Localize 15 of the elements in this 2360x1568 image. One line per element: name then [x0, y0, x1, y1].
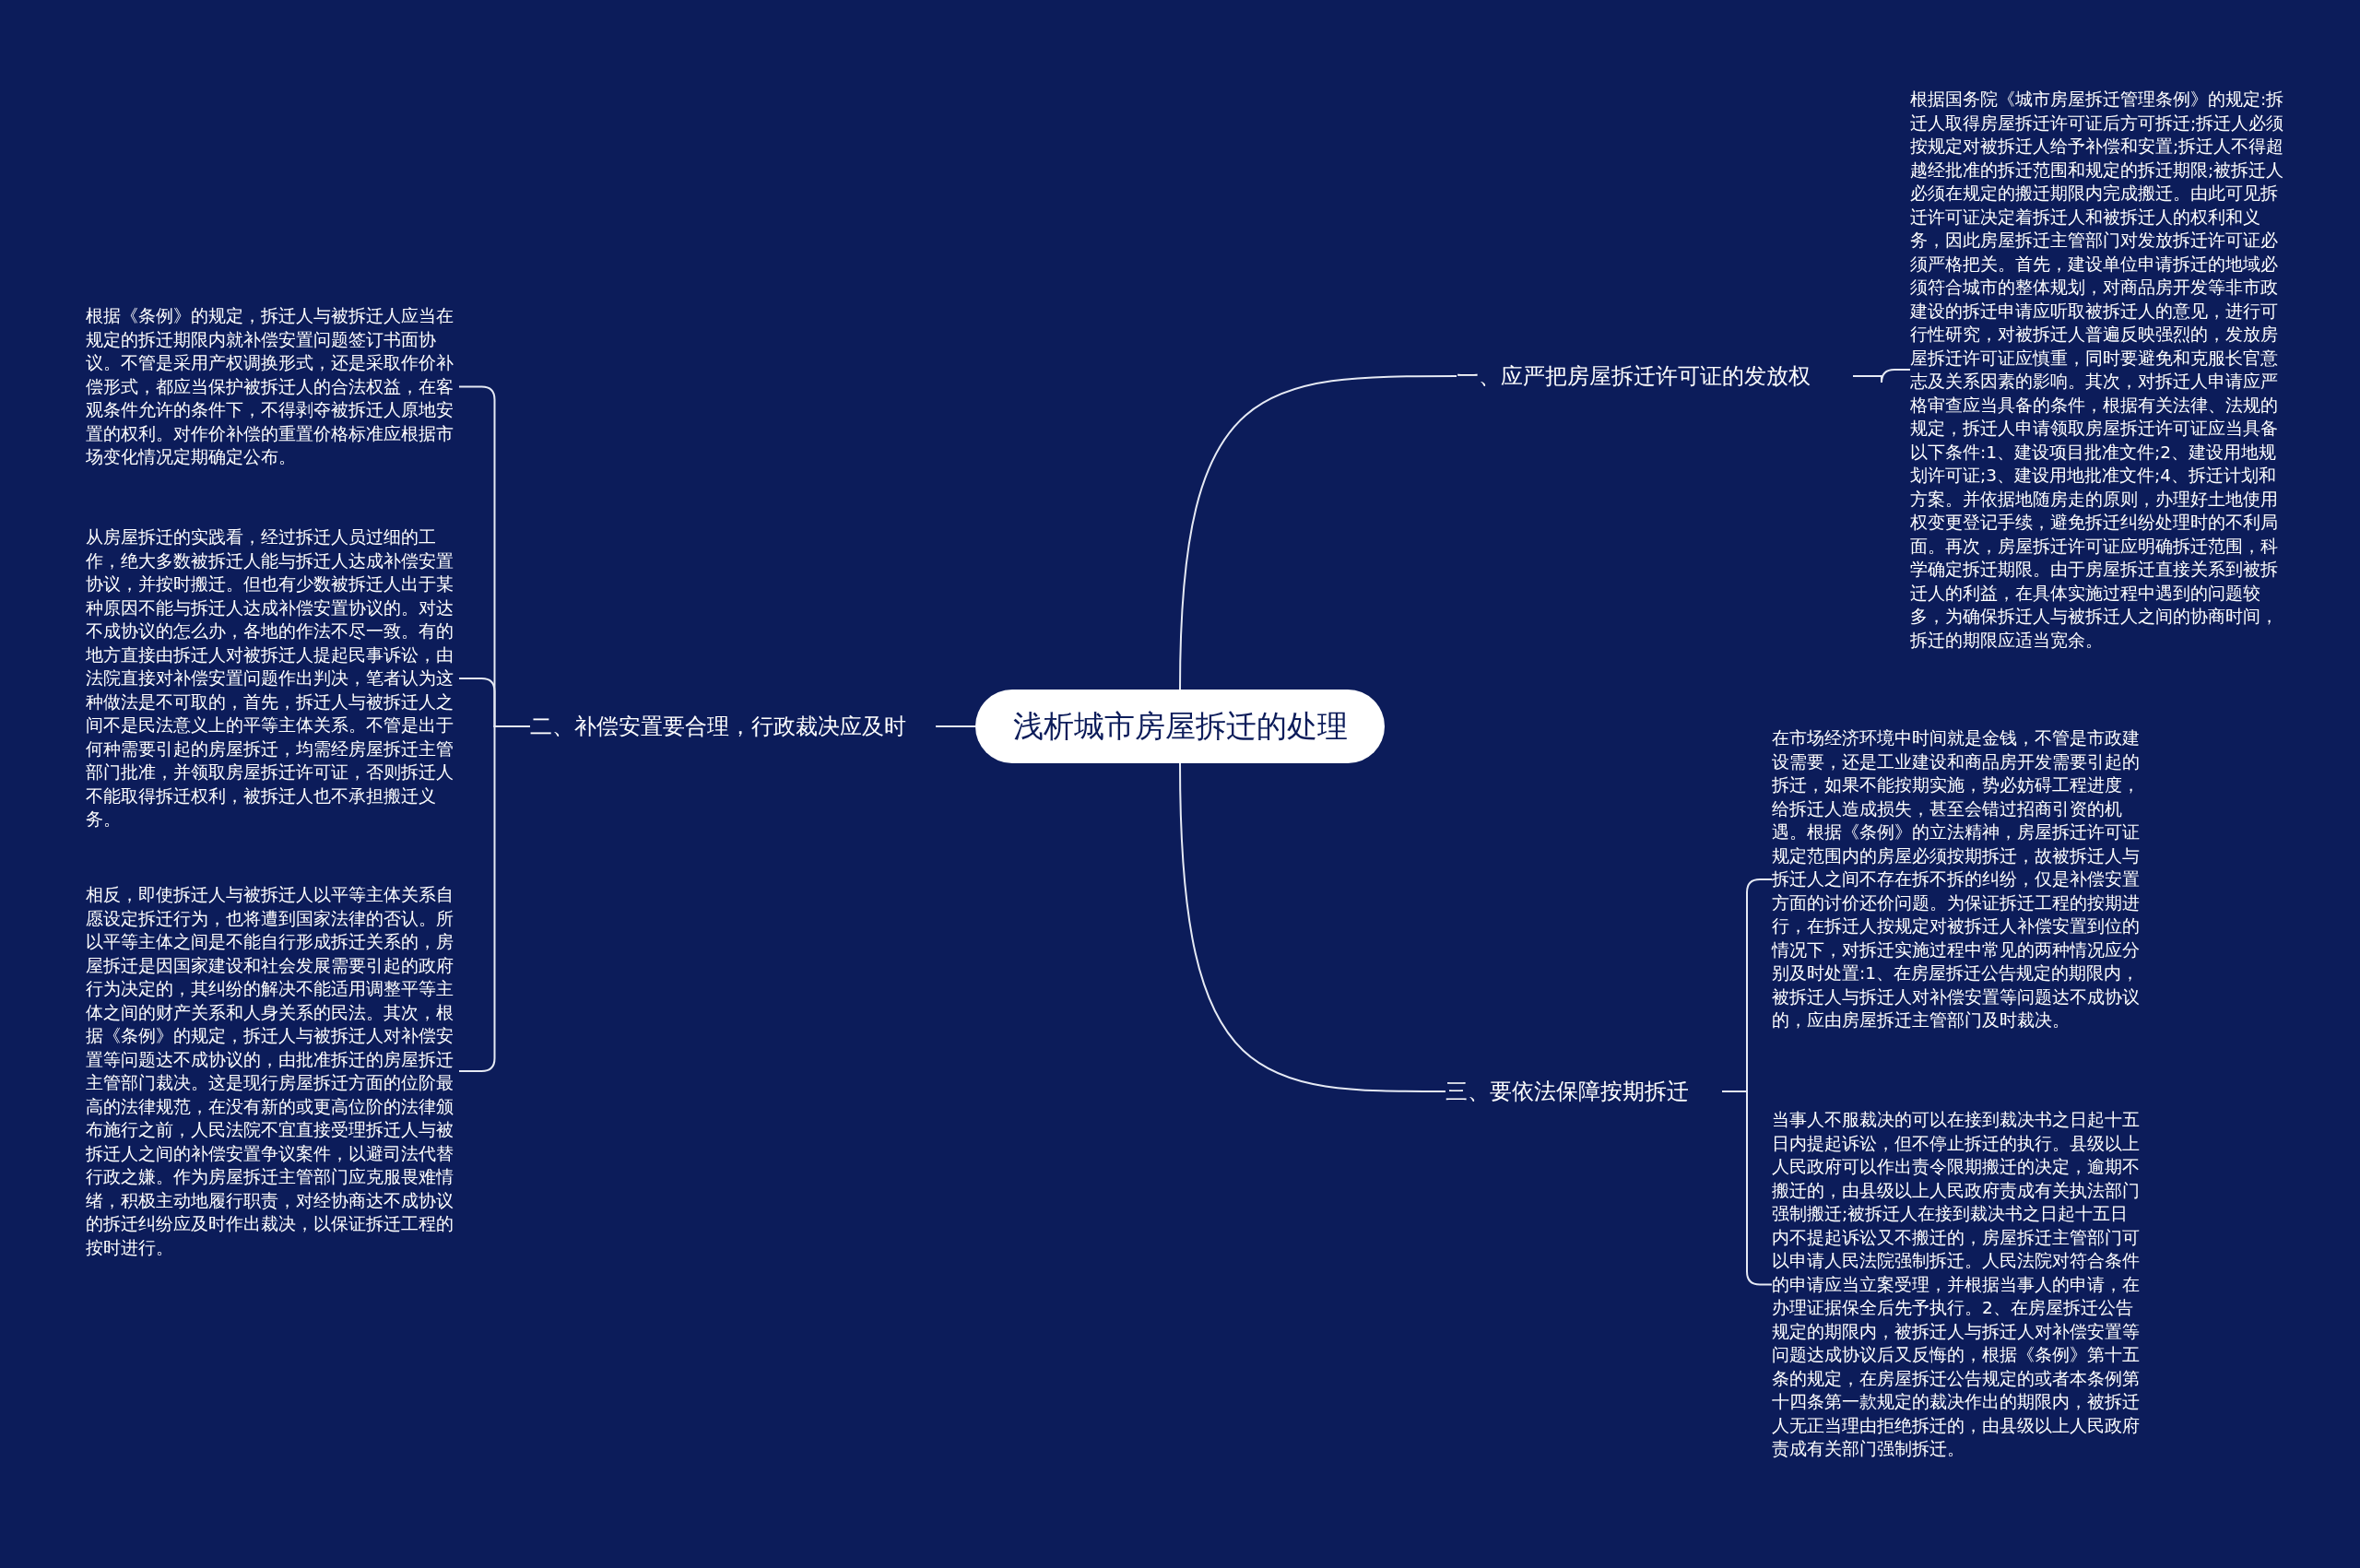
branch-title: 二、补偿安置要合理，行政裁决应及时 [530, 713, 906, 741]
branch-connector [458, 725, 531, 1072]
branch-connector [1179, 375, 1457, 690]
detail-paragraph: 根据国务院《城市房屋拆迁管理条例》的规定:拆迁人取得房屋拆迁许可证后方可拆迁;拆迁人必须按规定对被拆迁人给予补偿和安置;拆迁人不得超越经批准的拆迁范围和规定的拆迁期限;被拆迁人必须在规定的搬迁期限内完成搬迁。由此可见拆迁许可证决定着拆迁人和被拆迁人的权利和义务，因此房屋拆迁主管部门对发放拆迁许可证必须严格把关。首先，建设单位申请拆迁的地域必须符合城市的整体规划，对商品房开发等非市政建设的拆迁申请应听取被拆迁人的意见，进行可行性研究，对被拆迁人普遍反映强烈的，发放房屋拆迁许可证应慎重，同时要避免和克服长官意志及关系因素的影响。其次，对拆迁人申请应严格审查应当具备的条件，根据有关法律、法规的规定，拆迁人申请领取房屋拆迁许可证应当具备以下条件:1、建设项目批准文件;2、建设用地规划许可证;3、建设用地批准文件;4、拆迁计划和方案。并依据地随房走的原则，办理好土地使用权变更登记手续，避免拆迁纠纷处理时的不利局面。再次，房屋拆迁许可证应明确拆迁范围，科学确定拆迁期限。由于房屋拆迁直接关系到被拆迁人的利益，在具体实施过程中遇到的问题较多，为确保拆迁人与被拆迁人之间的协商时间，拆迁的期限应适当宽余。 [1910, 88, 2285, 652]
detail-paragraph: 在市场经济环境中时间就是金钱，不管是市政建设需要，还是工业建设和商品房开发需要引起的拆迁，如果不能按期实施，势必妨碍工程进度，给拆迁人造成损失，甚至会错过招商引资的机遇。根据《条例》的立法精神，房屋拆迁许可证规定范围内的房屋必须按期拆迁，故被拆迁人与拆迁人之间不存在拆不拆的纠纷，仅是补偿安置方面的讨价还价问题。为保证拆迁工程的按期进行，在拆迁人按规定对被拆迁人补偿安置到位的情况下，对拆迁实施过程中常见的两种情况应分别及时处置:1、在房屋拆迁公告规定的期限内，被拆迁人与拆迁人对补偿安置等问题达不成协议的，应由房屋拆迁主管部门及时裁决。 [1772, 727, 2141, 1032]
branch-connector [935, 725, 976, 727]
branch-connector [1179, 762, 1446, 1092]
detail-paragraph: 当事人不服裁决的可以在接到裁决书之日起十五日内提起诉讼，但不停止拆迁的执行。县级以上人民政府可以作出责令限期搬迁的决定，逾期不搬迁的，由县级以上人民政府责成有关执法部门强制搬迁;被拆迁人在接到裁决书之日起十五日内不提起诉讼又不搬迁的，房屋拆迁主管部门可以申请人民法院强制拆迁。人民法院对符合条件的申请应当立案受理，并根据当事人的申请，在办理证据保全后先予执行。2、在房屋拆迁公告规定的期限内，被拆迁人与拆迁人对补偿安置等问题达成协议后又反悔的，根据《条例》第十五条的规定，在房屋拆迁公告规定的或者本条例第十四条第一款规定的裁决作出的期限内，被拆迁人无正当理由拒绝拆迁的，由县级以上人民政府责成有关部门强制拆迁。 [1772, 1109, 2141, 1460]
branch-title: 一、应严把房屋拆迁许可证的发放权 [1457, 362, 1811, 391]
branch-title: 三、要依法保障按期拆迁 [1446, 1078, 1689, 1106]
detail-paragraph: 相反，即使拆迁人与被拆迁人以平等主体关系自愿设定拆迁行为，也将遭到国家法律的否认。所以平等主体之间是不能自行形成拆迁关系的，房屋拆迁是因国家建设和社会发展需要引起的政府行为决定的，其纠纷的解决不能适用调整平等主体之间的财产关系和人身关系的民法。其次，根据《条例》的规定，拆迁人与被拆迁人对补偿安置等问题达不成协议的，由批准拆迁的房屋拆迁主管部门裁决。这是现行房屋拆迁方面的位阶最高的法律规范，在没有新的或更高位阶的法律颁布施行之前，人民法院不宜直接受理拆迁人与被拆迁人之间的补偿安置争议案件，以避司法代替行政之嫌。作为房屋拆迁主管部门应克服畏难情绪，积极主动地履行职责，对经协商达不成协议的拆迁纠纷应及时作出裁决，以保证拆迁工程的按时进行。 [86, 884, 454, 1259]
topic-title: 浅析城市房屋拆迁的处理 [1012, 706, 1348, 746]
branch-connector [1852, 369, 1911, 383]
detail-paragraph: 从房屋拆迁的实践看，经过拆迁人员过细的工作，绝大多数被拆迁人能与拆迁人达成补偿安置协议，并按时搬迁。但也有少数被拆迁人出于某种原因不能与拆迁人达成补偿安置协议的。对达不成协议的怎么办，各地的作法不尽一致。有的地方直接由拆迁人对被拆迁人提起民事诉讼，由法院直接对补偿安置问题作出判决，笔者认为这种做法是不可取的，首先，拆迁人与被拆迁人之间不是民法意义上的平等主体关系。不管是出于何种需要引起的房屋拆迁，均需经房屋拆迁主管部门批准，并领取房屋拆迁许可证，否则拆迁人不能取得拆迁权利，被拆迁人也不承担搬迁义务。 [86, 526, 454, 831]
detail-paragraph: 根据《条例》的规定，拆迁人与被拆迁人应当在规定的拆迁期限内就补偿安置问题签订书面协议。不管是采用产权调换形式，还是采取作价补偿形式，都应当保护被拆迁人的合法权益，在客观条件允许的条件下，不得剥夺被拆迁人原地安置的权利。对作价补偿的重置价格标准应根据市场变化情况定期确定公布。 [86, 305, 454, 468]
